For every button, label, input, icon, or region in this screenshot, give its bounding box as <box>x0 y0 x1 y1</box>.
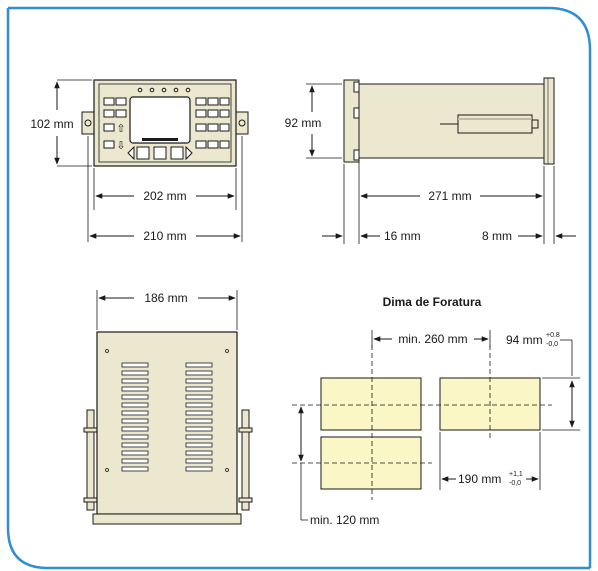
side-height-label: 92 mm <box>285 116 322 130</box>
vent-slot <box>121 402 149 408</box>
vent-slot <box>185 434 213 440</box>
vent-slot <box>185 402 213 408</box>
vent-slot <box>185 442 213 448</box>
right-side-clamp <box>238 409 253 511</box>
bottom-keypad <box>127 145 193 161</box>
vent-slot <box>121 386 149 392</box>
vent-slot <box>121 362 149 368</box>
vent-slot <box>185 418 213 424</box>
vent-slot <box>121 418 149 424</box>
vent-slot <box>185 410 213 416</box>
right-mounting-tab <box>235 111 249 135</box>
vent-slot <box>121 370 149 376</box>
side-view: 92 mm 271 mm 16 mm 8 mm <box>285 77 576 244</box>
cutout-height-label: 94 mm <box>506 333 543 347</box>
cutout-vertical-pitch-label: min. 120 mm <box>310 513 379 527</box>
status-leds <box>137 87 191 93</box>
ventilation-slots <box>121 362 213 472</box>
vent-slot <box>121 434 149 440</box>
vent-slot <box>121 410 149 416</box>
cutout-height-tol-minus: -0,0 <box>546 341 558 348</box>
front-inner-width-label: 202 mm <box>143 189 186 203</box>
cutout-width-tol-minus: -0,0 <box>509 480 521 487</box>
cutout-width-tol-plus: +1,1 <box>509 471 523 478</box>
cutout-top-left <box>320 377 422 431</box>
vent-slot <box>121 378 149 384</box>
vent-slot <box>185 378 213 384</box>
side-rear-cap <box>543 77 555 165</box>
vent-slot <box>121 458 149 464</box>
vent-slot <box>121 394 149 400</box>
left-mounting-tab <box>81 111 95 135</box>
vent-slot <box>185 450 213 456</box>
cutout-title: Dima de Foratura <box>383 295 482 309</box>
left-side-clamp <box>83 409 98 511</box>
top-view: 186 mm <box>83 290 253 525</box>
side-depth-label: 271 mm <box>428 189 471 203</box>
side-front-offset-label: 16 mm <box>384 229 421 243</box>
vent-slot <box>121 466 149 472</box>
front-view: ⇧ ⇩ 102 mm 202 mm <box>30 79 249 243</box>
top-width-label: 186 mm <box>144 291 187 305</box>
side-rear-offset-label: 8 mm <box>482 229 512 243</box>
lcd-display <box>129 96 191 144</box>
vent-slot <box>185 458 213 464</box>
right-keypad <box>195 97 230 149</box>
mounting-clamp <box>440 114 539 134</box>
arrow-down-icon: ⇩ <box>116 140 125 152</box>
cutout-height-tol-plus: +0.8 <box>546 332 560 339</box>
top-front-bezel <box>92 513 242 525</box>
arrow-up-icon: ⇧ <box>116 123 125 135</box>
front-height-label: 102 mm <box>30 117 73 131</box>
vent-slot <box>121 450 149 456</box>
cutout-horizontal-pitch-label: min. 260 mm <box>398 332 467 346</box>
vent-slot <box>185 426 213 432</box>
vent-slot <box>185 370 213 376</box>
panel-border <box>6 6 592 570</box>
vent-slot <box>185 394 213 400</box>
vent-slot <box>185 362 213 368</box>
vent-slot <box>121 426 149 432</box>
vent-slot <box>185 466 213 472</box>
vent-slot <box>185 386 213 392</box>
left-keypad <box>103 97 127 149</box>
cutout-width-label: 190 mm <box>458 472 501 486</box>
cutout-template: Dima de Foratura min. 260 mm 94 mm +0.8 … <box>292 295 580 527</box>
front-outer-width-label: 210 mm <box>143 229 186 243</box>
vent-slot <box>121 442 149 448</box>
top-housing <box>96 331 238 515</box>
